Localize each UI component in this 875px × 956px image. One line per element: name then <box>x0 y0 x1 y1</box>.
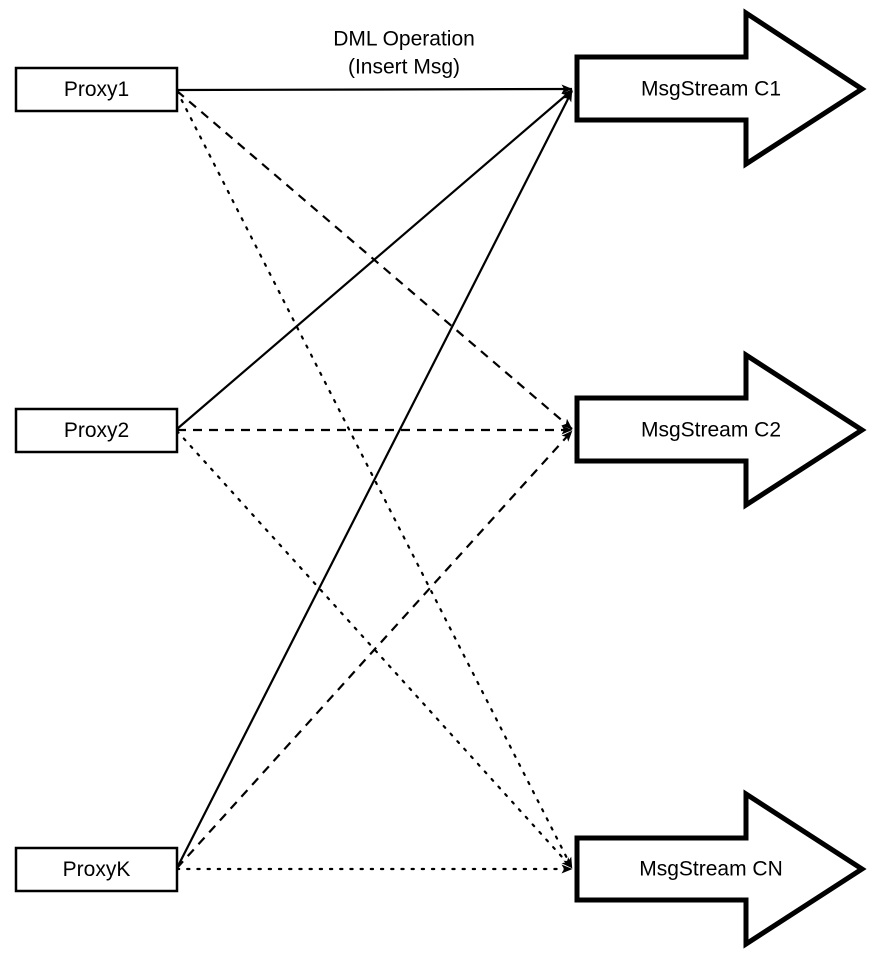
link-line-solid <box>176 90 573 869</box>
stream-block-arrow-icon <box>574 8 867 169</box>
stream-node-stream-c1[interactable]: MsgStream C1 <box>574 8 867 169</box>
proxy-label: Proxy1 <box>64 78 129 101</box>
proxy-box <box>14 846 179 893</box>
proxy-node-proxyk[interactable]: ProxyK <box>14 846 179 893</box>
edge-label-dml-operation: DML Operation (Insert Msg) <box>333 28 475 79</box>
streams-layer: MsgStream C1 MsgStream C2 MsgStream CN <box>574 8 867 949</box>
stream-label: MsgStream CN <box>639 858 783 881</box>
proxy-label: Proxy2 <box>64 419 129 442</box>
edge-label-line2: (Insert Msg) <box>348 56 460 79</box>
proxy-label: ProxyK <box>63 858 131 881</box>
link-proxy1-to-c1[interactable] <box>176 84 573 94</box>
link-proxy2-to-cn[interactable] <box>175 429 574 870</box>
link-line-dashed <box>176 430 573 869</box>
stream-label: MsgStream C1 <box>641 78 781 101</box>
link-proxyk-to-c1[interactable] <box>176 90 573 869</box>
proxy-node-proxy2[interactable]: Proxy2 <box>14 407 179 454</box>
edge-label-line1: DML Operation <box>333 28 475 51</box>
proxy-box <box>14 407 179 454</box>
stream-node-stream-cn[interactable]: MsgStream CN <box>574 789 867 949</box>
link-proxy1-to-cn[interactable] <box>175 89 574 870</box>
link-proxy2-to-c1[interactable] <box>176 89 573 430</box>
link-line-dotted <box>175 429 574 870</box>
stream-block-arrow-icon <box>574 350 867 510</box>
link-proxyk-to-c2[interactable] <box>176 430 573 869</box>
proxy-box <box>14 66 179 113</box>
stream-block-arrow-icon <box>574 789 867 949</box>
link-line-dotted <box>175 89 574 870</box>
link-line-solid <box>176 84 573 94</box>
links-layer <box>175 84 574 874</box>
stream-node-stream-c2[interactable]: MsgStream C2 <box>574 350 867 510</box>
stream-label: MsgStream C2 <box>641 419 781 442</box>
proxy-node-proxy1[interactable]: Proxy1 <box>14 66 179 113</box>
link-line-solid <box>176 89 573 430</box>
